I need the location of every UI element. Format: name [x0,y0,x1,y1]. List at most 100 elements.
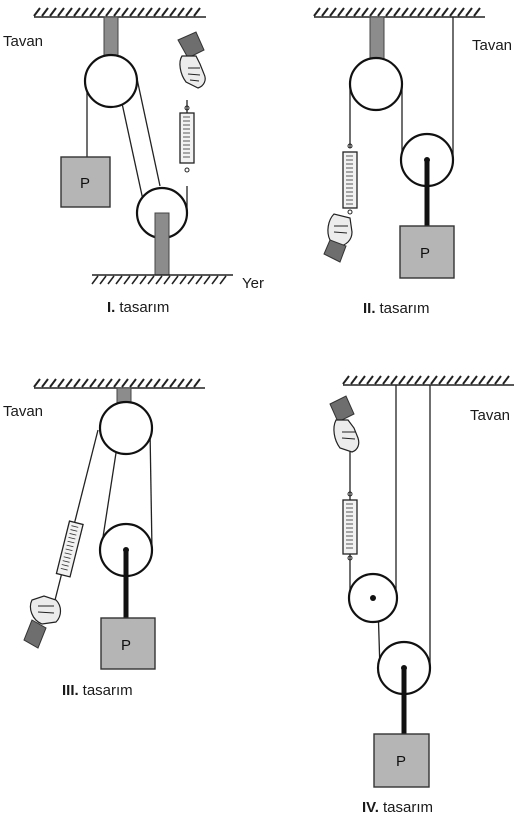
design-2: P Tavan II.tasarım [314,16,512,317]
weight-box-3 [100,617,156,670]
hatch-mark [81,378,89,388]
weight-label-2: P [420,245,430,262]
scale-tick [66,544,74,548]
pulley-fixed-2 [348,56,404,112]
hatch-mark [105,378,113,388]
hand-icon [23,595,62,649]
pulley-fixed-1 [83,53,139,109]
hatch-mark [486,375,494,385]
weight-box-2 [399,225,455,279]
ground-hatch-mark [155,275,163,285]
hatch-mark [398,375,406,385]
scale-tick [71,525,79,528]
hatch-mark [129,378,137,388]
caption-1: I.tasarım [107,299,169,316]
hatch-mark [401,7,409,17]
hatch-mark [502,375,510,385]
spring-scale-2 [342,143,358,215]
hatch-mark [462,375,470,385]
hatch-mark [89,378,97,388]
weight-label-1: P [80,175,90,192]
ground-hatch-mark [163,275,171,285]
hatch-mark [393,7,401,17]
scale-tick [60,567,68,571]
hatch-mark [473,7,481,17]
hatch-mark [321,7,329,17]
hatch-mark [425,7,433,17]
hatch-mark [49,7,57,17]
scale-tick [70,529,78,532]
design-4: P Tavan IV.tasarım [329,384,514,816]
hatch-mark [433,7,441,17]
ground-label: Yer [242,275,264,292]
hatch-mark [145,7,153,17]
hatch-mark [361,7,369,17]
hatch-mark [369,7,377,17]
hatch-mark [41,7,49,17]
hatch-mark [390,375,398,385]
hatch-mark [382,375,390,385]
hatch-mark [377,7,385,17]
hatch-mark [406,375,414,385]
hatch-mark [137,378,145,388]
hatch-mark [409,7,417,17]
weight-label-4: P [396,753,406,770]
ground-hatch-mark [91,275,99,285]
hatch-mark [49,378,57,388]
spring-scale-3 [55,520,84,578]
design-3: P Tavan III.tasarım [3,387,205,699]
ceiling-label-2: Tavan [472,37,512,54]
ground-hatch-mark [131,275,139,285]
scale-tick [68,536,76,540]
hatch-mark [494,375,502,385]
hatch-mark [385,7,393,17]
hatch-mark [438,375,446,385]
hatch-mark [430,375,438,385]
hatch-mark [177,7,185,17]
hatch-mark [33,378,41,388]
ground-hatch-mark [195,275,203,285]
hatch-mark [422,375,430,385]
hatch-mark [454,375,462,385]
hatch-mark [446,375,454,385]
scale-tick [67,540,75,544]
scale-tick [65,548,73,552]
hatch-mark [185,7,193,17]
ceiling-label-3: Tavan [3,403,43,420]
hatch-mark [193,378,201,388]
hatch-mark [73,7,81,17]
spring-scale-1 [179,105,195,173]
hatch-mark [329,7,337,17]
hatch-mark [113,7,121,17]
hatch-mark [457,7,465,17]
ground-mount-1 [154,212,170,276]
hatch-mark [65,7,73,17]
caption-4: IV.tasarım [362,799,433,816]
hatch-mark [342,375,350,385]
hatch-mark [193,7,201,17]
hatch-mark [478,375,486,385]
hatch-mark [465,7,473,17]
scale-tick [62,560,70,563]
hatch-mark [441,7,449,17]
hatch-mark [161,378,169,388]
hatch-mark [337,7,345,17]
hatch-mark [105,7,113,17]
hatch-mark [145,378,153,388]
ground-hatch-mark [147,275,155,285]
ground-hatch-mark [211,275,219,285]
ground-hatch-mark [139,275,147,285]
design-1: P Tavan Yer I.tasarım [3,16,264,316]
hatch-mark [121,378,129,388]
ground-hatch-mark [187,275,195,285]
ground-hatch-mark [99,275,107,285]
ceiling-label-4: Tavan [470,407,510,424]
weight-label-3: P [121,637,131,654]
hatch-mark [345,7,353,17]
hatch-mark [129,7,137,17]
ground-hatch-mark [115,275,123,285]
spring-scale-4 [342,491,358,561]
ground-hatch-mark [179,275,187,285]
hand-icon [323,213,353,263]
